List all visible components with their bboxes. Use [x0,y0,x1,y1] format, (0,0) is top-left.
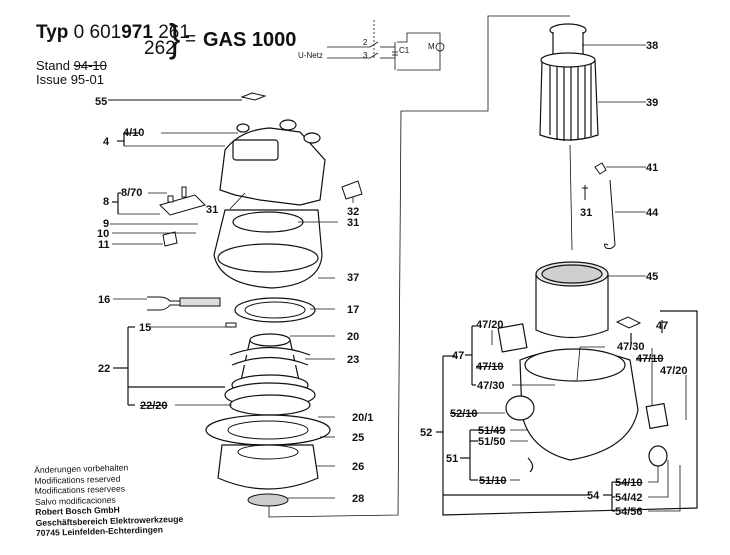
part-41-clip [594,162,607,175]
label-51-10: 51/10 [479,475,507,487]
label-47-30-right: 47/30 [617,341,645,353]
label-4: 4 [103,136,110,148]
issue-line: Issue 95-01 [36,72,104,87]
label-47-30-left: 47/30 [477,380,505,392]
label-47-right: 47 [656,320,669,332]
label-31-middle: 31 [347,217,360,229]
label-54-56: 54/56 [615,506,643,518]
label-10: 10 [97,228,110,240]
part-37-motor-housing [213,209,323,289]
label-8: 8 [103,196,110,208]
circuit-diagram [327,20,445,71]
part-26-inner [237,444,299,460]
label-32: 32 [347,206,360,218]
label-41: 41 [646,162,659,174]
part-16-cable [147,296,221,311]
part-22-motor [224,333,316,416]
typ-prefix: 0 601 [73,22,122,43]
typ-bold: 971 [121,22,153,43]
label-22: 22 [98,363,111,375]
issue-label: Issue [36,72,68,87]
leader-axis [569,144,573,251]
label-51-49: 51/49 [478,425,506,437]
label-47-20-right: 47/20 [660,365,688,377]
part-38-39-filter-cage [539,23,599,141]
brace: } [169,17,181,61]
label-4-10: 4/10 [123,127,145,139]
model-name: GAS 1000 [203,29,297,51]
label-11: 11 [98,239,110,251]
label-20-1: 20/1 [352,412,374,424]
label-52: 52 [420,427,433,439]
label-45: 45 [646,271,659,283]
part-8-switch [159,186,206,216]
label-51-50: 51/50 [478,436,506,448]
part-32-nameplate [341,180,363,200]
equals-sign: = [185,29,197,50]
label-20: 20 [347,331,360,343]
label-39: 39 [646,97,659,109]
switch-pole-3: 3 [363,51,368,60]
stand-label: Stand [36,58,70,73]
label-47-20-left: 47/20 [476,319,504,331]
label-54-42: 54/42 [615,492,643,504]
label-31-left: 31 [206,204,219,216]
part-52-container [497,323,669,473]
part-28-filter-disc [247,493,289,507]
label-44: 44 [646,207,659,219]
stand-line: Stand 94-10 [36,58,107,73]
switch-pole-2: 2 [363,38,368,47]
part-55-label-plate [240,92,267,101]
label-52-10: 52/10 [450,408,478,420]
label-47-10-right: 47/10 [636,353,664,365]
label-17: 17 [347,304,360,316]
type-number: Typ 0 601971 261 [36,22,190,44]
footer-notes: Änderungen vorbehalten Modifications res… [34,461,184,539]
label-54-10: 54/10 [615,477,643,489]
label-22-20: 22/20 [140,400,168,412]
variant-2: 262 [144,38,176,59]
part-15-brush [225,322,237,328]
label-54: 54 [587,490,600,502]
motor-label: M [428,42,435,51]
label-47-left: 47 [452,350,465,362]
label-9: 9 [103,218,110,230]
issue-value: 95-01 [70,72,104,87]
capacitor-label: C1 [399,46,410,55]
part-26-base [217,444,319,490]
label-38: 38 [646,40,659,52]
label-26: 26 [352,461,365,473]
label-15: 15 [139,322,152,334]
part-17-inner [244,301,306,319]
leader-lines-right [436,310,698,516]
supply-label: U-Netz [298,51,323,60]
part-45-cartridge-filter [535,261,609,339]
leader-lines-left [110,15,570,518]
label-28: 28 [352,493,365,505]
part-4-motor-cover [219,119,326,206]
part-plate-right [615,316,642,329]
variant-1: 261 [158,22,190,43]
label-31-right: 31 [580,207,593,219]
label-25: 25 [352,432,365,444]
part-11-pad [162,231,178,247]
part-31-screw-right [582,185,588,200]
label-23: 23 [347,354,360,366]
part-20-1-ring [205,414,331,446]
label-16: 16 [98,294,111,306]
label-55: 55 [95,96,108,108]
label-8-70: 8/70 [121,187,143,199]
typ-label: Typ [36,22,69,43]
part-44-wire [603,179,616,250]
part-25-seal [227,420,309,440]
label-47-10-left: 47/10 [476,361,504,373]
label-37: 37 [347,272,360,284]
stand-value: 94-10 [73,58,107,73]
label-51: 51 [446,453,459,465]
